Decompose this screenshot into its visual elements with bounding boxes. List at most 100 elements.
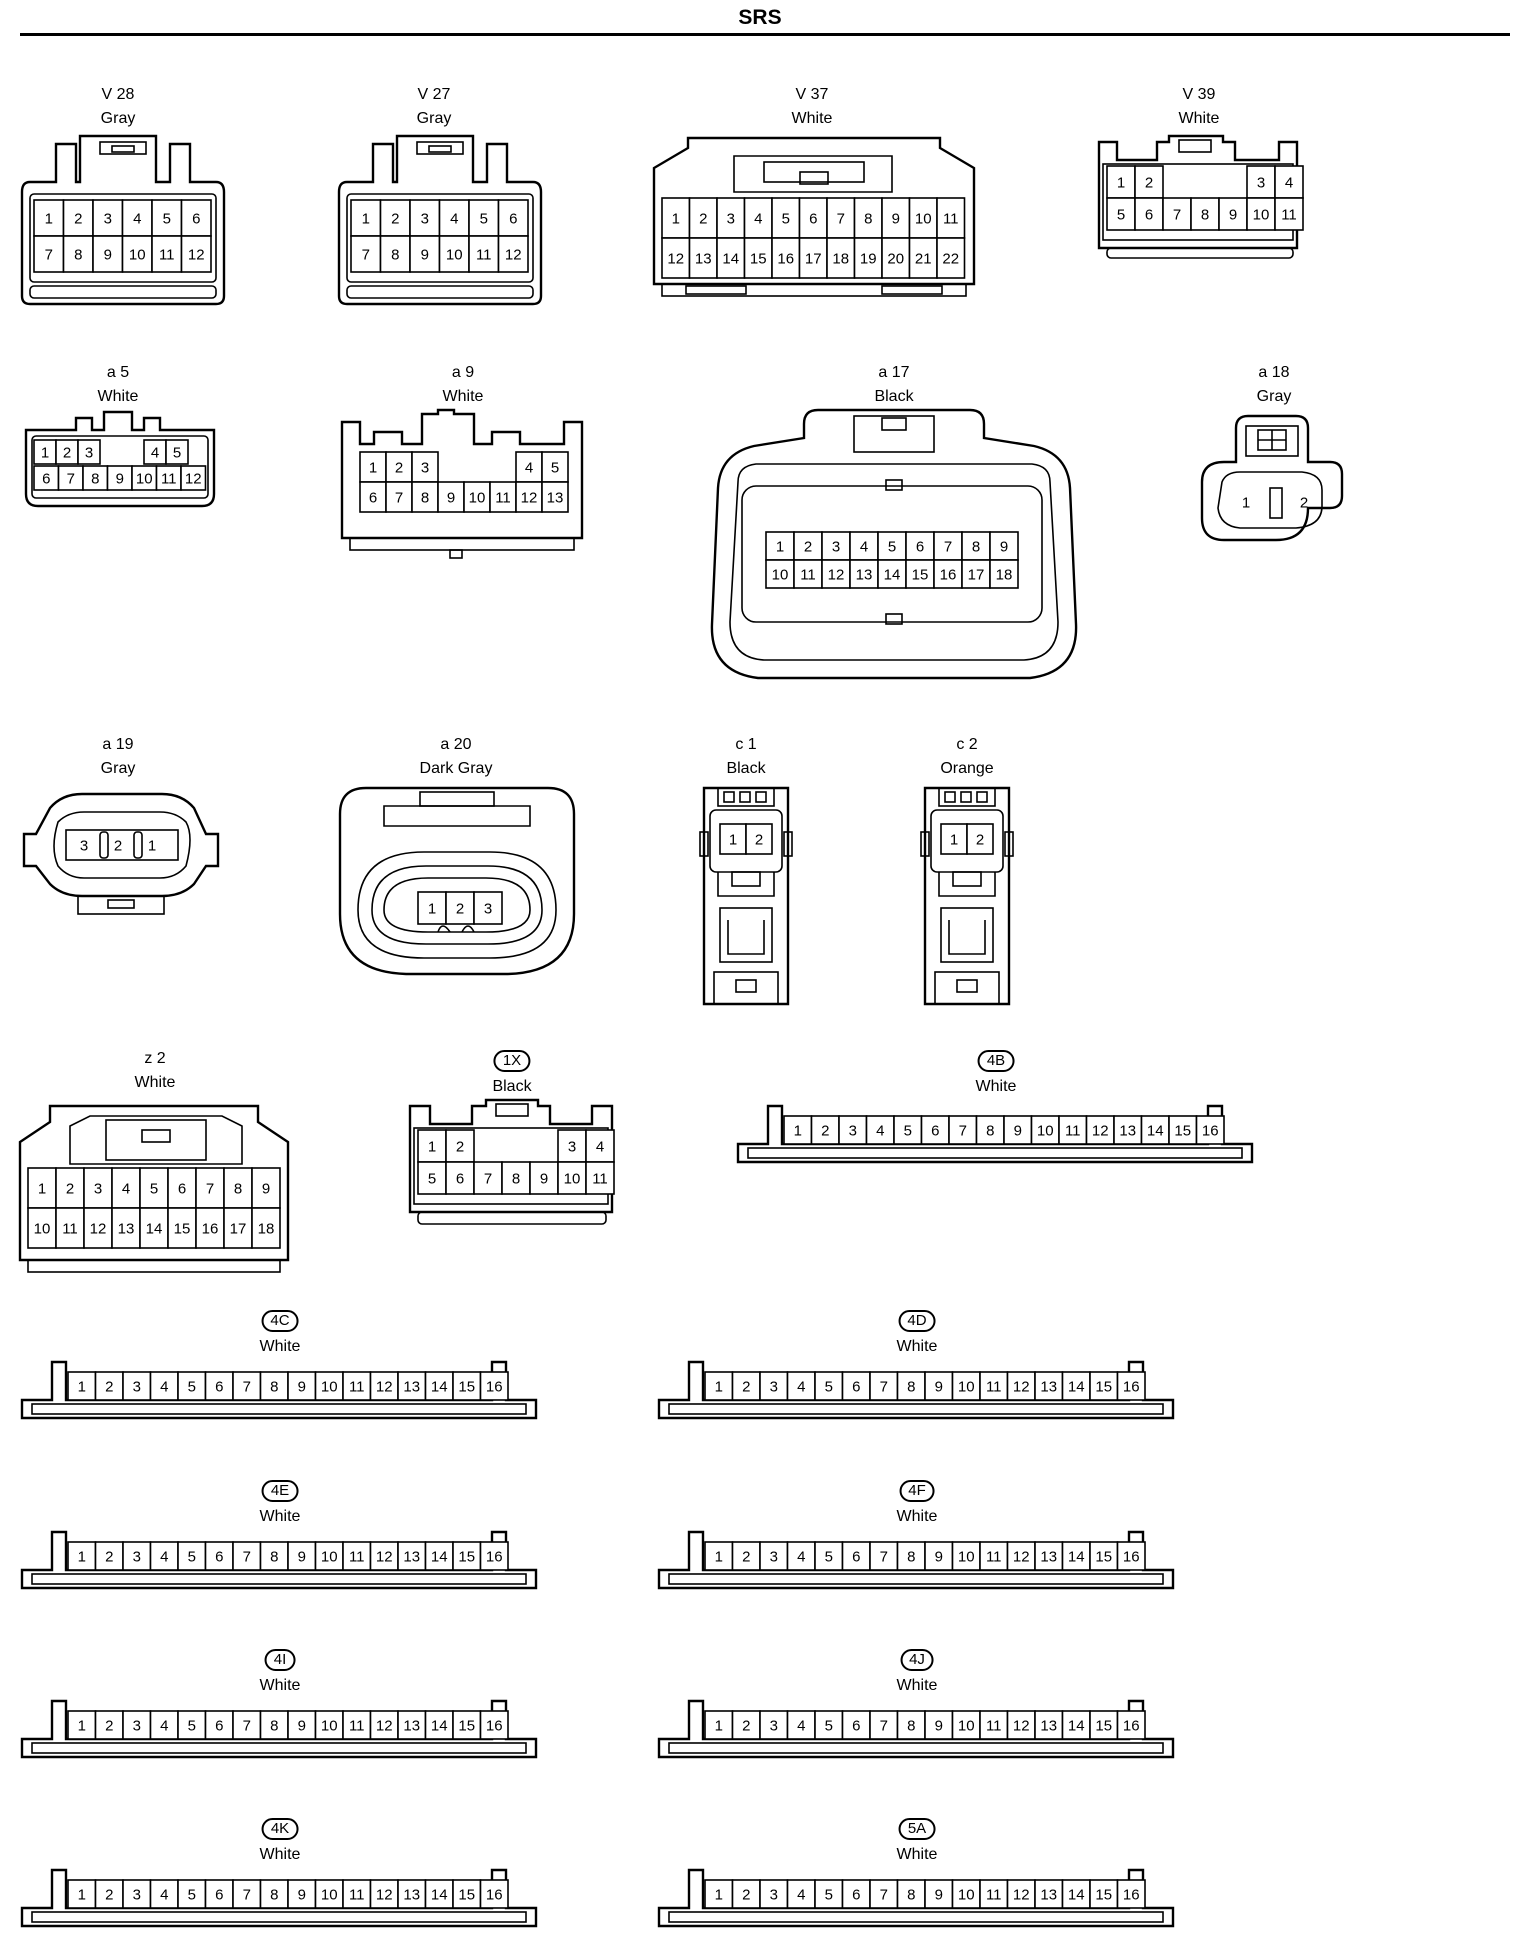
- pin-number: 2: [821, 1123, 829, 1140]
- pin-number: 8: [74, 247, 82, 264]
- pin-number: 16: [486, 1718, 503, 1735]
- pin-number: 2: [63, 445, 71, 462]
- pin-number: 2: [699, 211, 707, 228]
- pin-number: 4: [596, 1139, 604, 1156]
- pin-cell: 2: [810, 1115, 840, 1145]
- pin-number: 1: [428, 1139, 436, 1156]
- connector-code: 4E: [261, 1480, 299, 1502]
- pin-cell: 2: [94, 1371, 124, 1401]
- pin-number: 18: [996, 567, 1013, 584]
- pin-number: 4: [133, 211, 141, 228]
- pin-number: 10: [321, 1718, 338, 1735]
- pin-cell: 13: [1113, 1115, 1143, 1145]
- pin-number: 8: [234, 1181, 242, 1198]
- pin-number: 10: [1253, 207, 1270, 224]
- pin-cell: 7: [385, 481, 413, 513]
- pin-cell: 15: [452, 1371, 482, 1401]
- pin-cell: 8: [379, 235, 411, 273]
- pin-number: 10: [1037, 1123, 1054, 1140]
- pin-cell: 7: [1162, 197, 1192, 231]
- pin-cell: 6: [204, 1371, 234, 1401]
- pin-number: 13: [695, 251, 712, 268]
- pin-number: 20: [887, 251, 904, 268]
- pin-cell: 1: [67, 1371, 97, 1401]
- pin-cell: 10: [27, 1207, 57, 1249]
- pin-number: 12: [188, 247, 205, 264]
- pin-number: 5: [888, 539, 896, 556]
- pin-number: 4: [876, 1123, 884, 1140]
- pin-cell: 9: [924, 1541, 954, 1571]
- pin-cell: 9: [287, 1879, 317, 1909]
- pin-number: 8: [907, 1549, 915, 1566]
- pin-cell: 6: [841, 1541, 871, 1571]
- pin-number: 15: [1095, 1887, 1112, 1904]
- pin-cell: 12: [180, 235, 212, 273]
- pin-number: 6: [215, 1887, 223, 1904]
- pin-number: 8: [986, 1123, 994, 1140]
- pin-number: 9: [935, 1718, 943, 1735]
- pin-cell: 5: [814, 1710, 844, 1740]
- pin-number: 3: [832, 539, 840, 556]
- pin-cell: 1: [67, 1879, 97, 1909]
- pin-number: 12: [185, 471, 202, 488]
- connector-code: V 39: [1182, 86, 1216, 103]
- pin-number: 11: [943, 211, 959, 228]
- pin-number: 4: [797, 1887, 805, 1904]
- pin-number: 3: [568, 1139, 576, 1156]
- wire-color: White: [896, 1338, 938, 1355]
- pin-number: 11: [1065, 1123, 1081, 1140]
- pin-number: 2: [456, 1139, 464, 1156]
- pin-number: 9: [298, 1718, 306, 1735]
- wire-color: White: [1178, 110, 1220, 127]
- pin-cell: 11: [155, 465, 182, 491]
- pin-number: 6: [369, 490, 377, 507]
- pin-number: 14: [431, 1379, 448, 1396]
- pin-number: 8: [91, 471, 99, 488]
- pin-cell: 5: [165, 439, 189, 465]
- pin-cell: 7: [826, 197, 856, 239]
- pin-cell: 4: [585, 1129, 615, 1163]
- pin-number: 1: [776, 539, 784, 556]
- pin-cell: 10: [951, 1710, 981, 1740]
- pin-cell: 8: [853, 197, 883, 239]
- connector-code: a 18: [1258, 364, 1290, 381]
- pin-number: 6: [456, 1171, 464, 1188]
- pin-cell: 14: [424, 1879, 454, 1909]
- pin-cell: 6: [798, 197, 828, 239]
- pin-number: 11: [986, 1549, 1002, 1566]
- pin-number: 6: [42, 471, 50, 488]
- pin-cell: 2: [731, 1879, 761, 1909]
- pin-number: 4: [797, 1379, 805, 1396]
- pin-number: 2: [976, 832, 984, 849]
- pin-cell: 16: [771, 237, 801, 279]
- pin-number: 8: [391, 247, 399, 264]
- pin-cell: 1: [661, 197, 691, 239]
- pin-number: 7: [67, 471, 75, 488]
- pin-cell: 1: [417, 891, 447, 925]
- pin-number: 15: [1095, 1718, 1112, 1735]
- connector-code: 4I: [264, 1649, 296, 1671]
- pin-number: 8: [907, 1718, 915, 1735]
- pin-number: 4: [797, 1549, 805, 1566]
- pin-cell: 2: [1134, 165, 1164, 199]
- pin-number: 4: [160, 1379, 168, 1396]
- pin-cell: 16: [1195, 1115, 1225, 1145]
- pin-cell: 2: [385, 451, 413, 483]
- pin-cell: 4: [786, 1541, 816, 1571]
- pin-cell: 5: [814, 1541, 844, 1571]
- connector-code: 1X: [493, 1050, 531, 1072]
- pin-cell: 3: [83, 1167, 113, 1209]
- pin-number: 15: [1174, 1123, 1191, 1140]
- pin-cell: 14: [1061, 1541, 1091, 1571]
